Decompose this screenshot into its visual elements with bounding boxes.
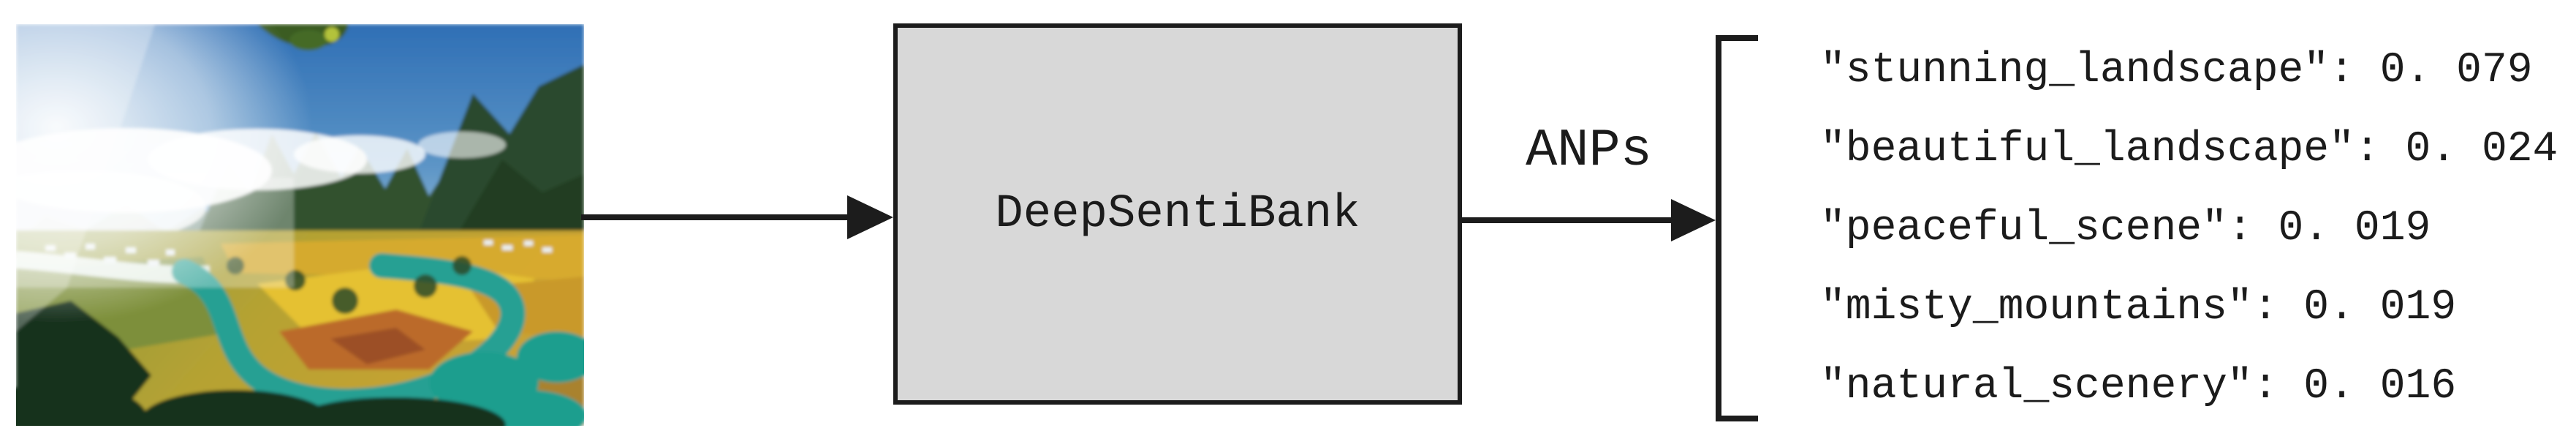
arrow-model-to-output xyxy=(1462,199,1716,241)
anp-item: ″misty_mountains″: 0. 019 xyxy=(1820,284,2457,331)
foreground-foliage xyxy=(16,301,506,426)
valley-mist xyxy=(16,178,294,288)
input-arrowhead-icon xyxy=(847,195,893,239)
hanging-branch xyxy=(257,24,349,50)
anp-item: ″natural_scenery″: 0. 016 xyxy=(1820,363,2457,410)
landscape-illustration xyxy=(16,24,584,426)
anp-item: ″peaceful_scene″: 0. 019 xyxy=(1820,205,2431,252)
output-bracket xyxy=(1716,35,1758,421)
anp-item: ″stunning_landscape″: 0. 079 xyxy=(1820,47,2533,94)
model-box: DeepSentiBank xyxy=(893,23,1462,405)
arrow-input-to-model xyxy=(581,195,893,239)
input-photo xyxy=(16,24,584,426)
model-box-label: DeepSentiBank xyxy=(995,187,1360,241)
output-arrowhead-icon xyxy=(1671,199,1716,241)
anps-arrow-label: ANPs xyxy=(1526,121,1652,181)
anp-item: ″beautiful_landscape″: 0. 024 xyxy=(1820,126,2558,173)
anp-list: ″stunning_landscape″: 0. 079 ″beautiful_… xyxy=(1820,44,2576,414)
